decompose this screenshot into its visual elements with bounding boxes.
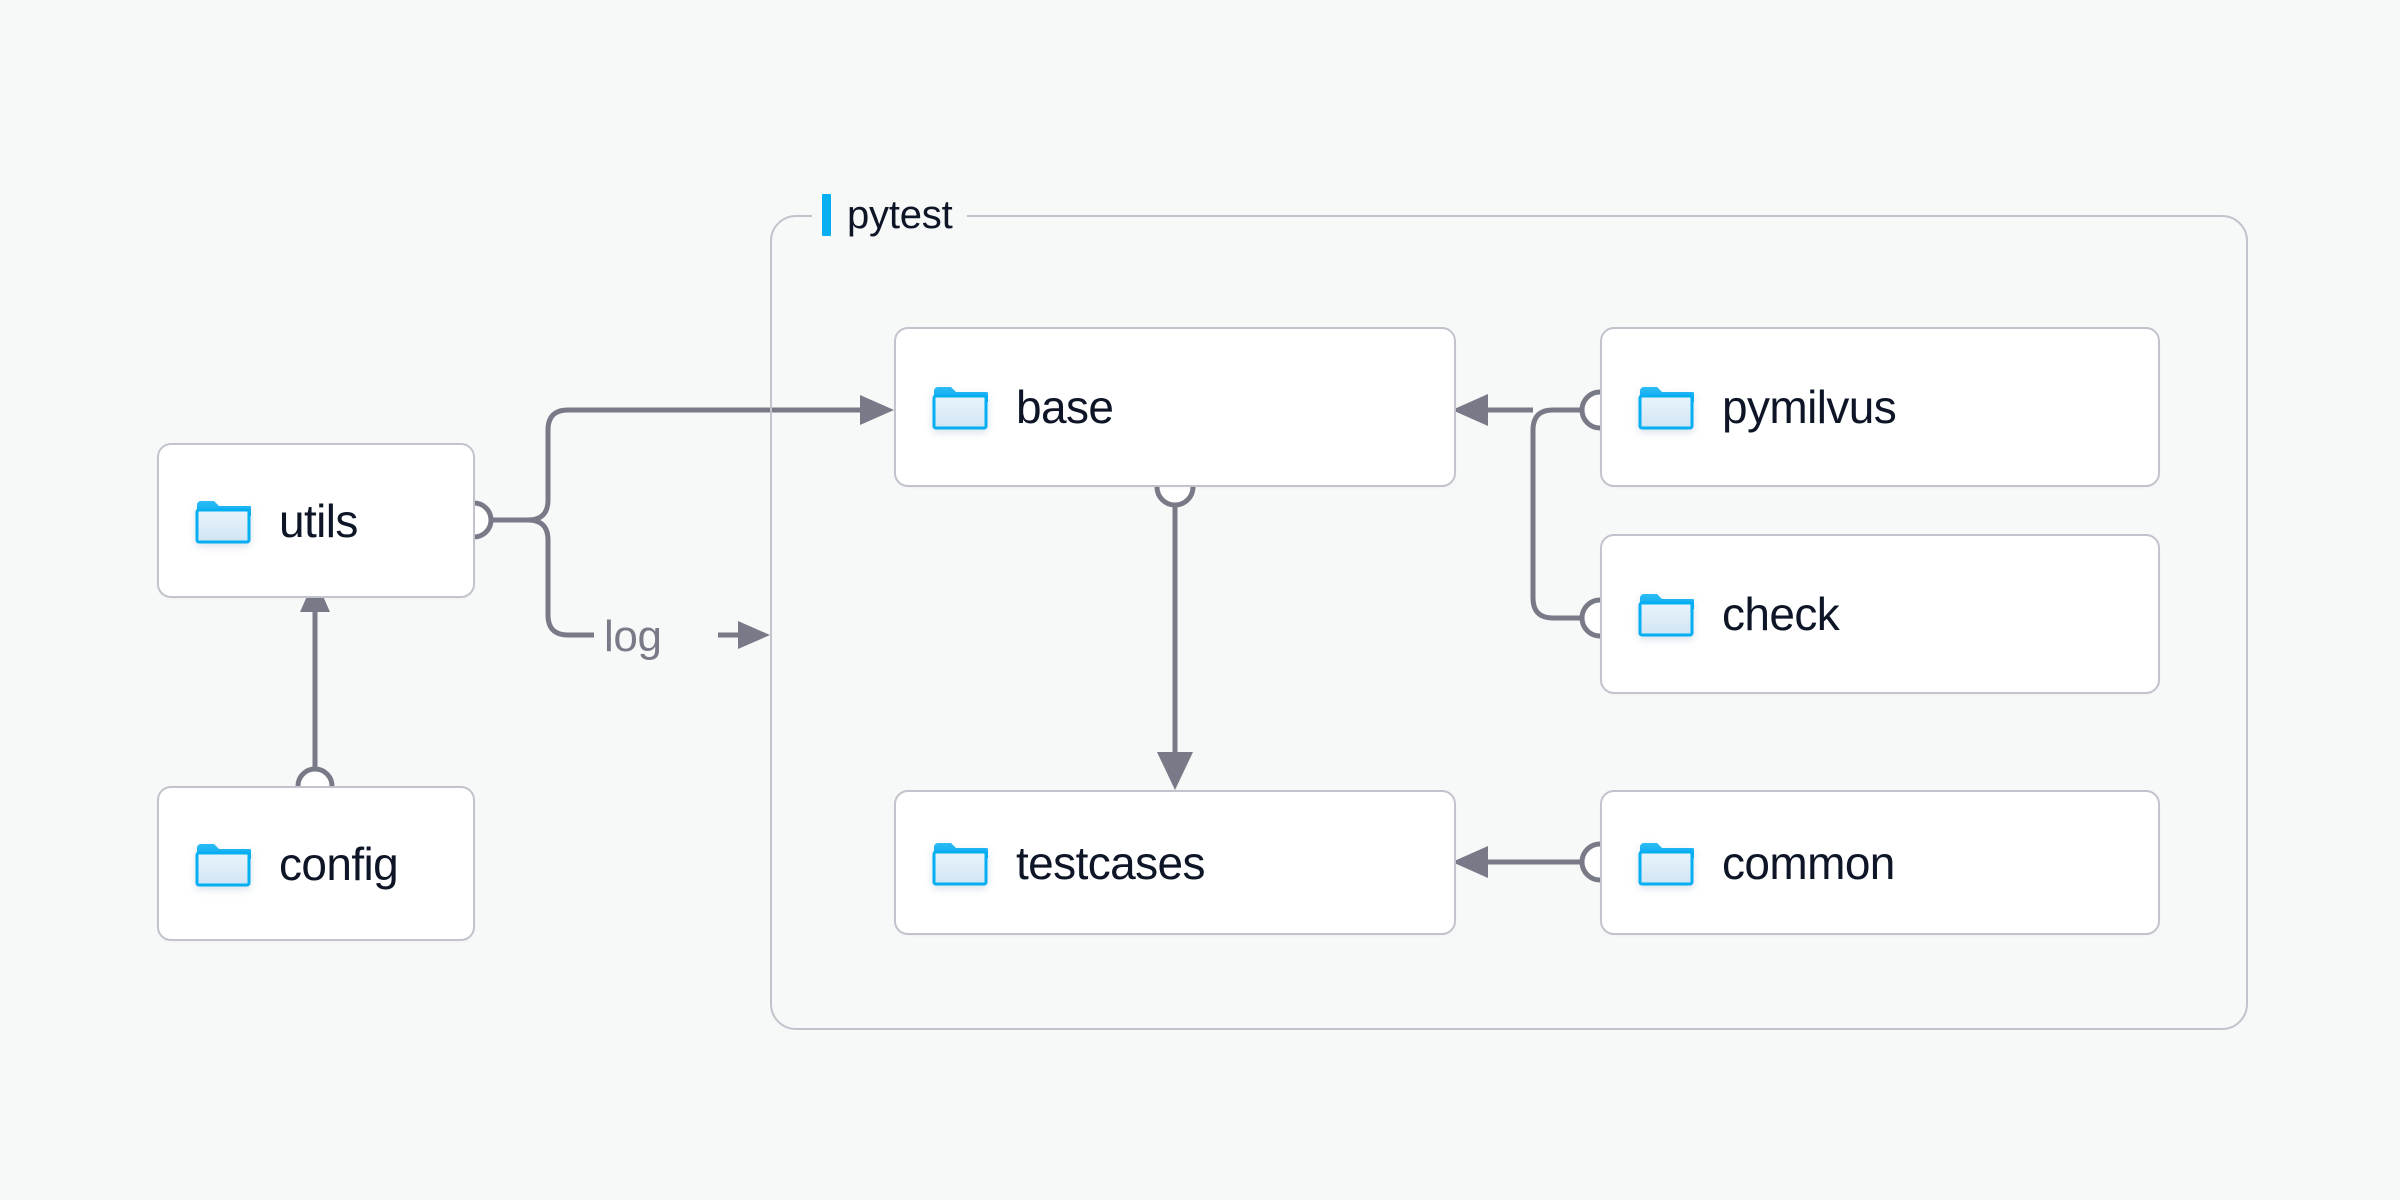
- node-label: testcases: [1016, 836, 1206, 889]
- group-pytest-label: pytest: [812, 187, 967, 243]
- node-config[interactable]: config: [157, 786, 475, 941]
- node-pymilvus[interactable]: pymilvus: [1600, 327, 2160, 487]
- edge-label-log: log: [604, 612, 662, 661]
- node-label: config: [279, 837, 399, 890]
- node-label: utils: [279, 494, 358, 547]
- node-testcases[interactable]: testcases: [894, 790, 1456, 935]
- folder-icon: [1638, 590, 1694, 638]
- node-common[interactable]: common: [1600, 790, 2160, 935]
- node-utils[interactable]: utils: [157, 443, 475, 598]
- folder-icon: [195, 840, 251, 888]
- edge-utils-log: log: [527, 517, 770, 661]
- group-pytest: [770, 215, 2248, 1030]
- group-accent-bar: [822, 194, 831, 236]
- group-title: pytest: [847, 192, 953, 237]
- node-label: pymilvus: [1722, 381, 1897, 433]
- folder-icon: [932, 839, 988, 887]
- node-label: check: [1722, 588, 1840, 640]
- node-base[interactable]: base: [894, 327, 1456, 487]
- edge-config-utils: [295, 578, 335, 806]
- node-check[interactable]: check: [1600, 534, 2160, 694]
- folder-icon: [1638, 383, 1694, 431]
- node-label: common: [1722, 836, 1895, 889]
- folder-icon: [932, 383, 988, 431]
- node-label: base: [1016, 381, 1114, 433]
- folder-icon: [1638, 839, 1694, 887]
- folder-icon: [195, 497, 251, 545]
